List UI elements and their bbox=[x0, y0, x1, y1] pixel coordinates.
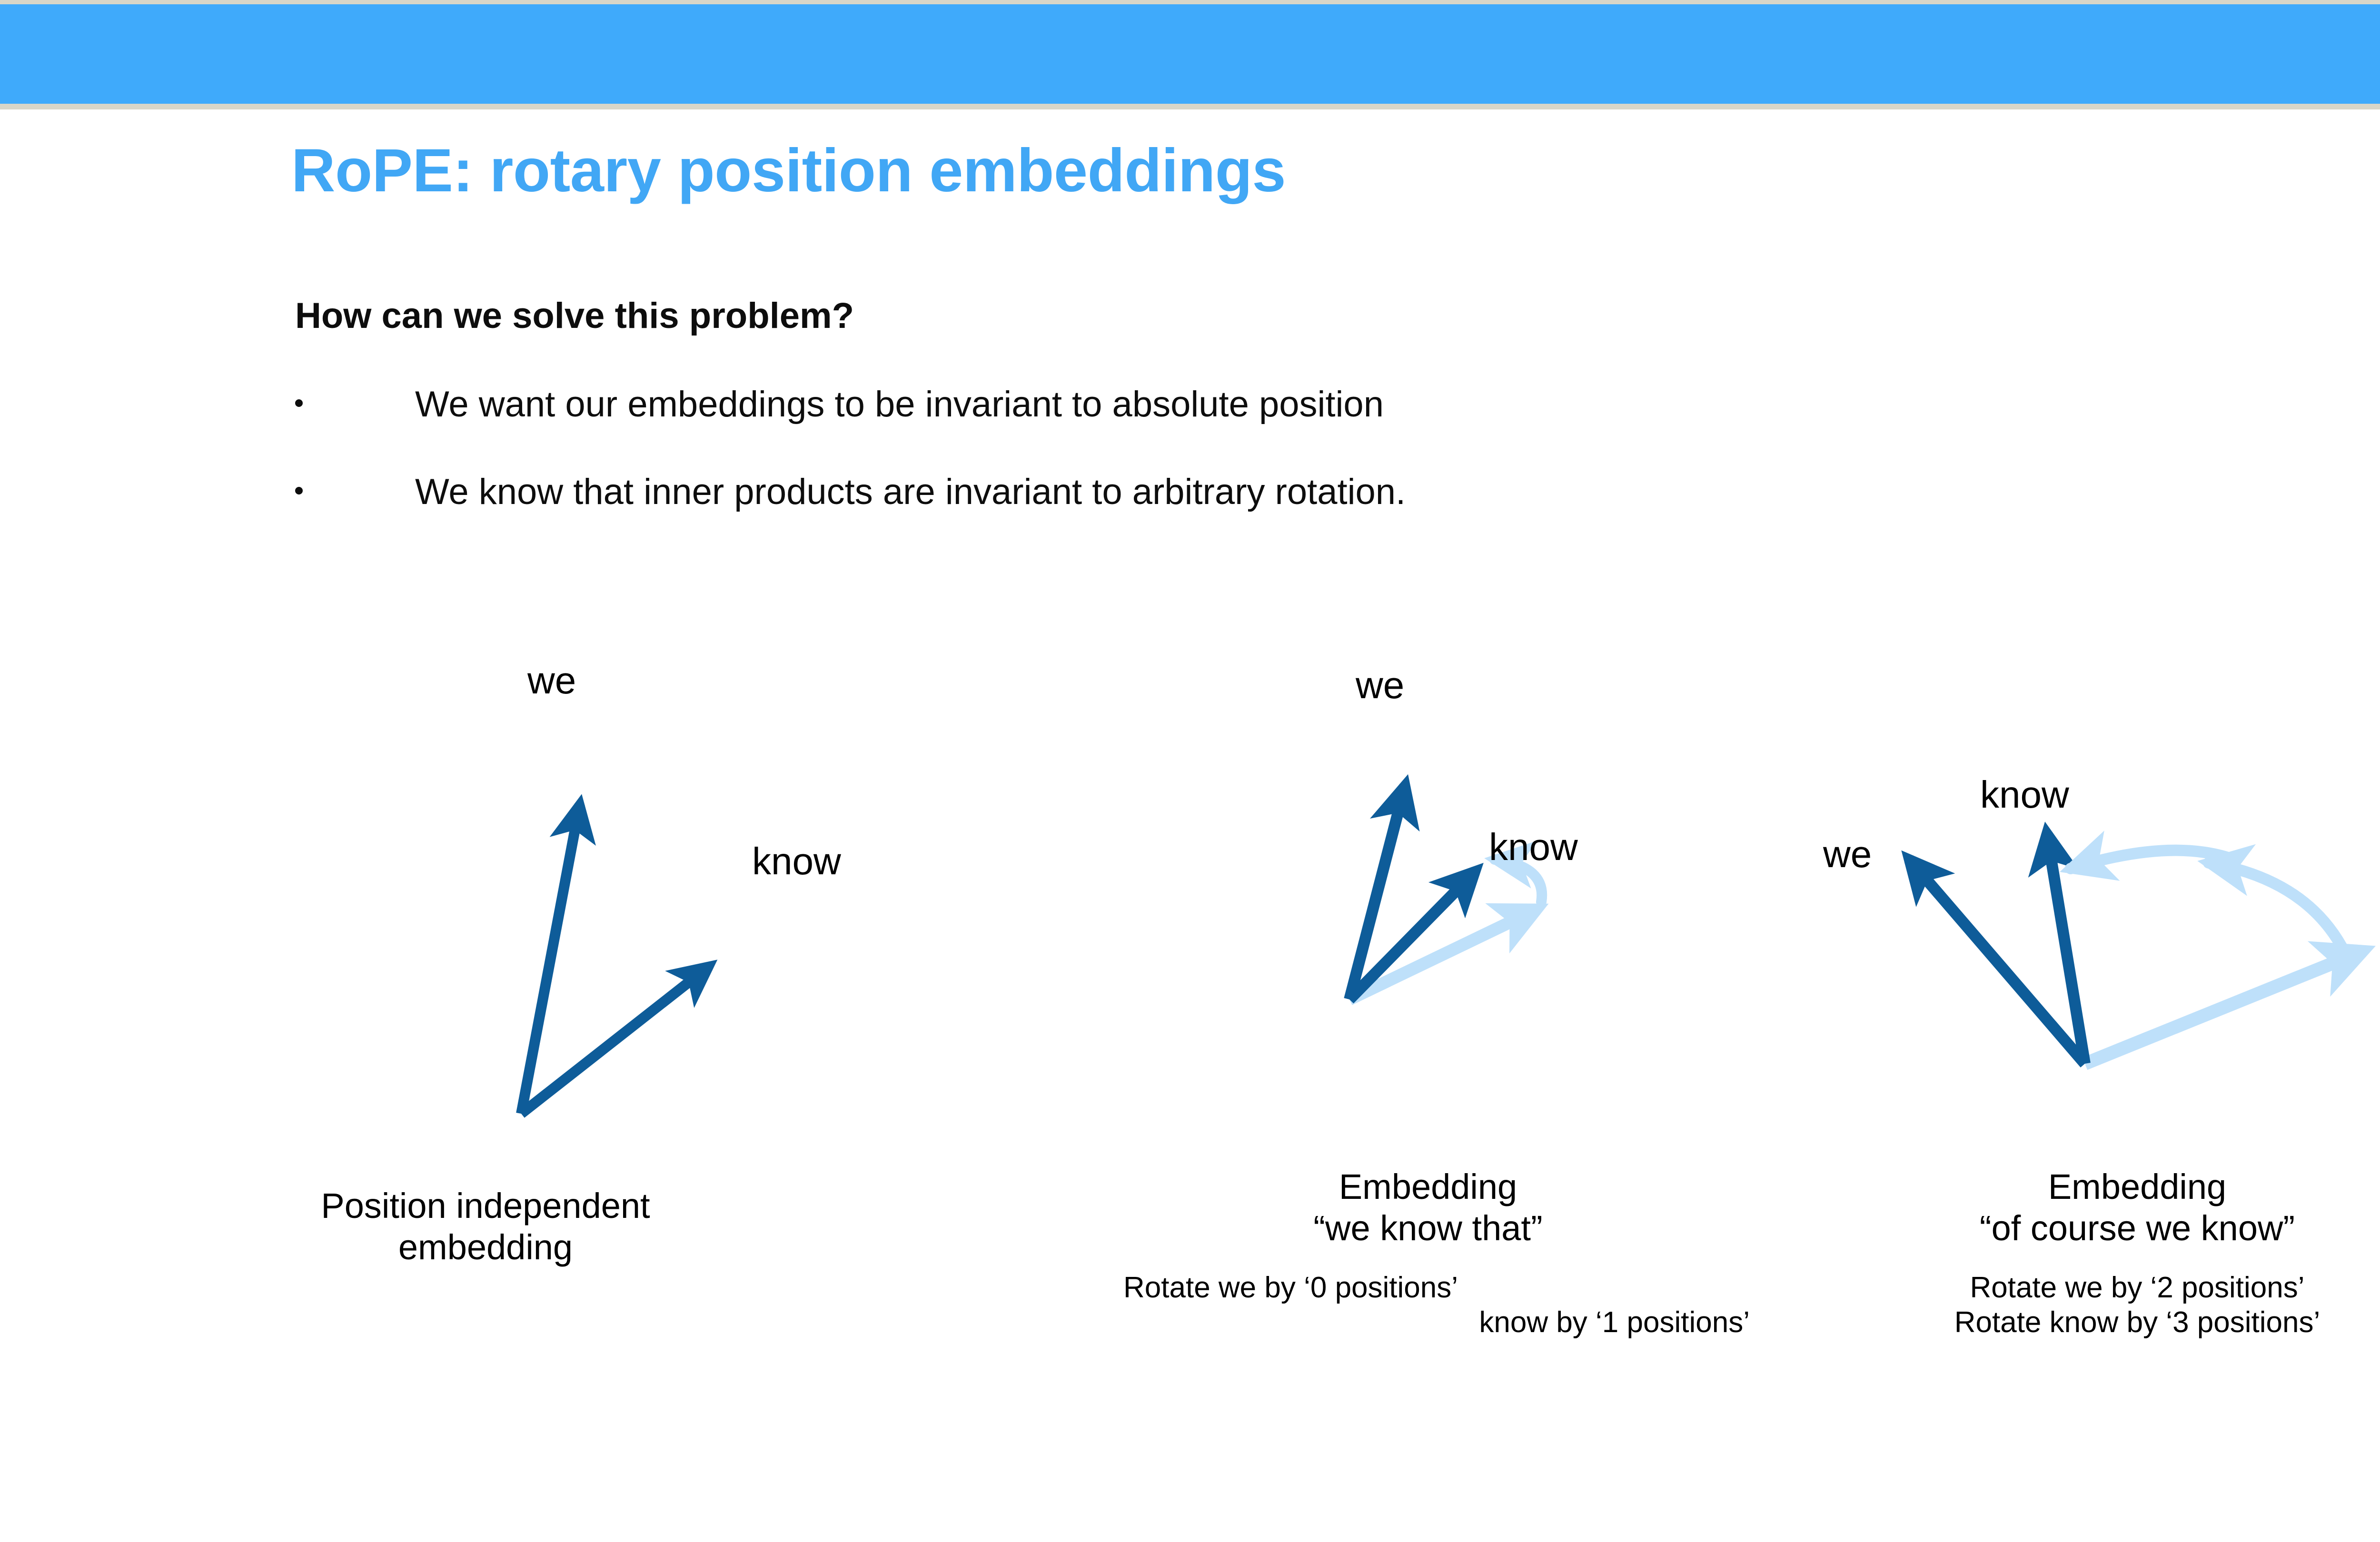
bullet-item-2-text: We know that inner products are invarian… bbox=[415, 472, 1406, 512]
figure-3-caption-line-2: “of course we know” bbox=[1979, 1208, 2295, 1248]
figure-2-know-vector bbox=[1345, 862, 1484, 1004]
figure-1-we-label: we bbox=[527, 659, 576, 702]
figure-3-vectors bbox=[1901, 821, 2376, 1070]
bullet-item-2: We know that inner products are invarian… bbox=[295, 471, 1406, 513]
figure-1-we-vector bbox=[516, 794, 596, 1115]
figure-3-unrotated-vector bbox=[2082, 941, 2376, 1070]
figure-3-we-label: we bbox=[1823, 833, 1872, 875]
figure-3-note-2: Rotate know by ‘3 positions’ bbox=[1954, 1305, 2320, 1339]
figure-3-know-label: know bbox=[1980, 773, 2069, 816]
figure-2-vectors bbox=[1344, 774, 1549, 1005]
vector-diagrams-svg bbox=[516, 774, 2376, 1118]
figure-3-caption: Embedding “of course we know” Rotate we … bbox=[1804, 1166, 2380, 1340]
figure-2-note-1: Rotate we by ‘0 positions’ bbox=[1123, 1271, 1458, 1304]
figure-3-we-vector bbox=[1901, 850, 2090, 1068]
figure-2-caption: Embedding “we know that” Rotate we by ‘0… bbox=[1095, 1166, 1761, 1340]
header-bar bbox=[0, 4, 2380, 104]
figure-2-caption-spacer bbox=[1095, 1249, 1761, 1270]
figure-1-caption: Position independent embedding bbox=[114, 1185, 857, 1268]
figure-1-caption-line-2: embedding bbox=[398, 1227, 573, 1267]
figure-2-caption-line-1: Embedding bbox=[1339, 1167, 1517, 1206]
figure-2-caption-line-2: “we know that” bbox=[1313, 1208, 1543, 1248]
figure-3-caption-spacer bbox=[1804, 1249, 2380, 1270]
figure-1-know-vector bbox=[518, 959, 718, 1118]
figure-3-caption-line-1: Embedding bbox=[2048, 1167, 2227, 1206]
figure-2-we-label: we bbox=[1356, 664, 1405, 706]
bullet-item-1: We want our embeddings to be invariant t… bbox=[295, 384, 1384, 425]
figure-3-note-1: Rotate we by ‘2 positions’ bbox=[1970, 1271, 2305, 1304]
figure-3-know-vector bbox=[2028, 821, 2091, 1065]
figure-1-vectors bbox=[516, 794, 718, 1118]
header-underline-strip bbox=[0, 104, 2380, 109]
figure-2-we-vector bbox=[1344, 774, 1420, 1001]
figure-3-rotation-arc-outer bbox=[2197, 844, 2355, 967]
figure-2-know-unrotated-vector bbox=[1347, 903, 1549, 1005]
figure-3-rotation-arc-inner bbox=[2060, 830, 2238, 881]
figure-2-know-label: know bbox=[1489, 826, 1578, 868]
figure-2-rotation-arc bbox=[1484, 840, 1547, 907]
bullet-dot-icon bbox=[295, 487, 303, 494]
bullet-item-1-text: We want our embeddings to be invariant t… bbox=[415, 384, 1384, 425]
page-title: RoPE: rotary position embeddings bbox=[291, 137, 1286, 205]
figures-area: we know we know we know bbox=[0, 633, 2380, 1490]
top-decorative-strip bbox=[0, 0, 2380, 4]
figure-1-caption-line-1: Position independent bbox=[321, 1186, 650, 1226]
lead-question: How can we solve this problem? bbox=[295, 296, 854, 336]
figure-1-know-label: know bbox=[752, 840, 841, 882]
bullet-dot-icon bbox=[295, 399, 303, 407]
figure-2-note-2: know by ‘1 positions’ bbox=[1479, 1305, 1750, 1339]
